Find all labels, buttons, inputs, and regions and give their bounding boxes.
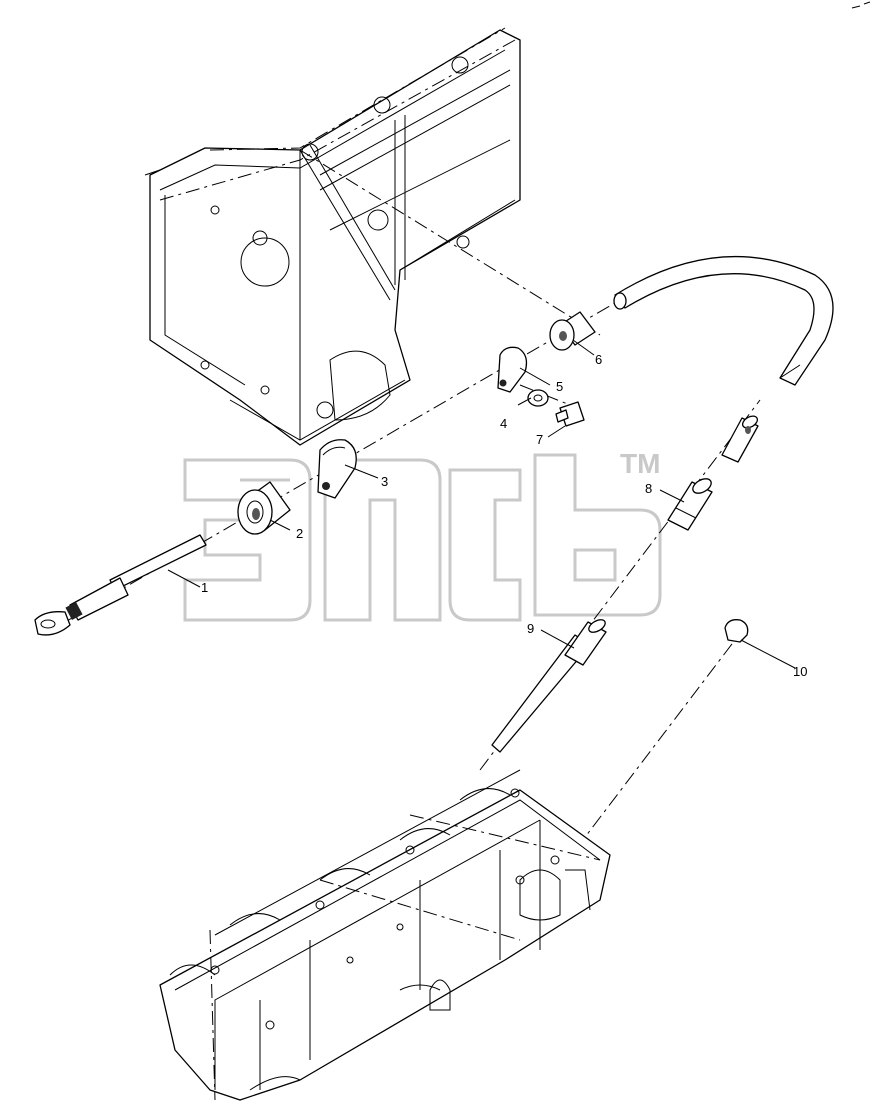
callout-6: 6 <box>595 352 602 367</box>
part-8-adapter <box>667 478 713 531</box>
part-5-clip <box>497 346 528 393</box>
dipstick-guide-tube <box>613 255 834 386</box>
callout-7: 7 <box>536 432 543 447</box>
callout-3: 3 <box>381 474 388 489</box>
part-2-sleeve <box>237 481 291 535</box>
tube-connector <box>721 415 759 463</box>
part-10-plug <box>724 619 749 643</box>
leader-lines <box>167 339 796 669</box>
watermark-trademark: TM <box>620 448 660 479</box>
cylinder-block <box>159 769 611 1101</box>
part-6-grommet <box>549 311 596 351</box>
callout-labels: 1 2 3 4 5 6 7 8 9 10 <box>201 352 807 679</box>
callout-4: 4 <box>500 416 507 431</box>
callout-5: 5 <box>556 379 563 394</box>
part-9-lower-tube <box>491 619 607 753</box>
part-7-bolt <box>555 401 585 427</box>
callout-1: 1 <box>201 580 208 595</box>
callout-10: 10 <box>793 664 807 679</box>
watermark: TM <box>183 448 662 622</box>
part-1-dipstick <box>34 534 207 636</box>
part-4-washer <box>527 389 549 407</box>
callout-9: 9 <box>527 621 534 636</box>
gear-housing <box>144 27 521 446</box>
assembly-centerlines <box>59 149 761 871</box>
part-3-clip <box>317 439 357 499</box>
callout-8: 8 <box>645 481 652 496</box>
corner-marks <box>851 1 871 9</box>
callout-2: 2 <box>296 526 303 541</box>
